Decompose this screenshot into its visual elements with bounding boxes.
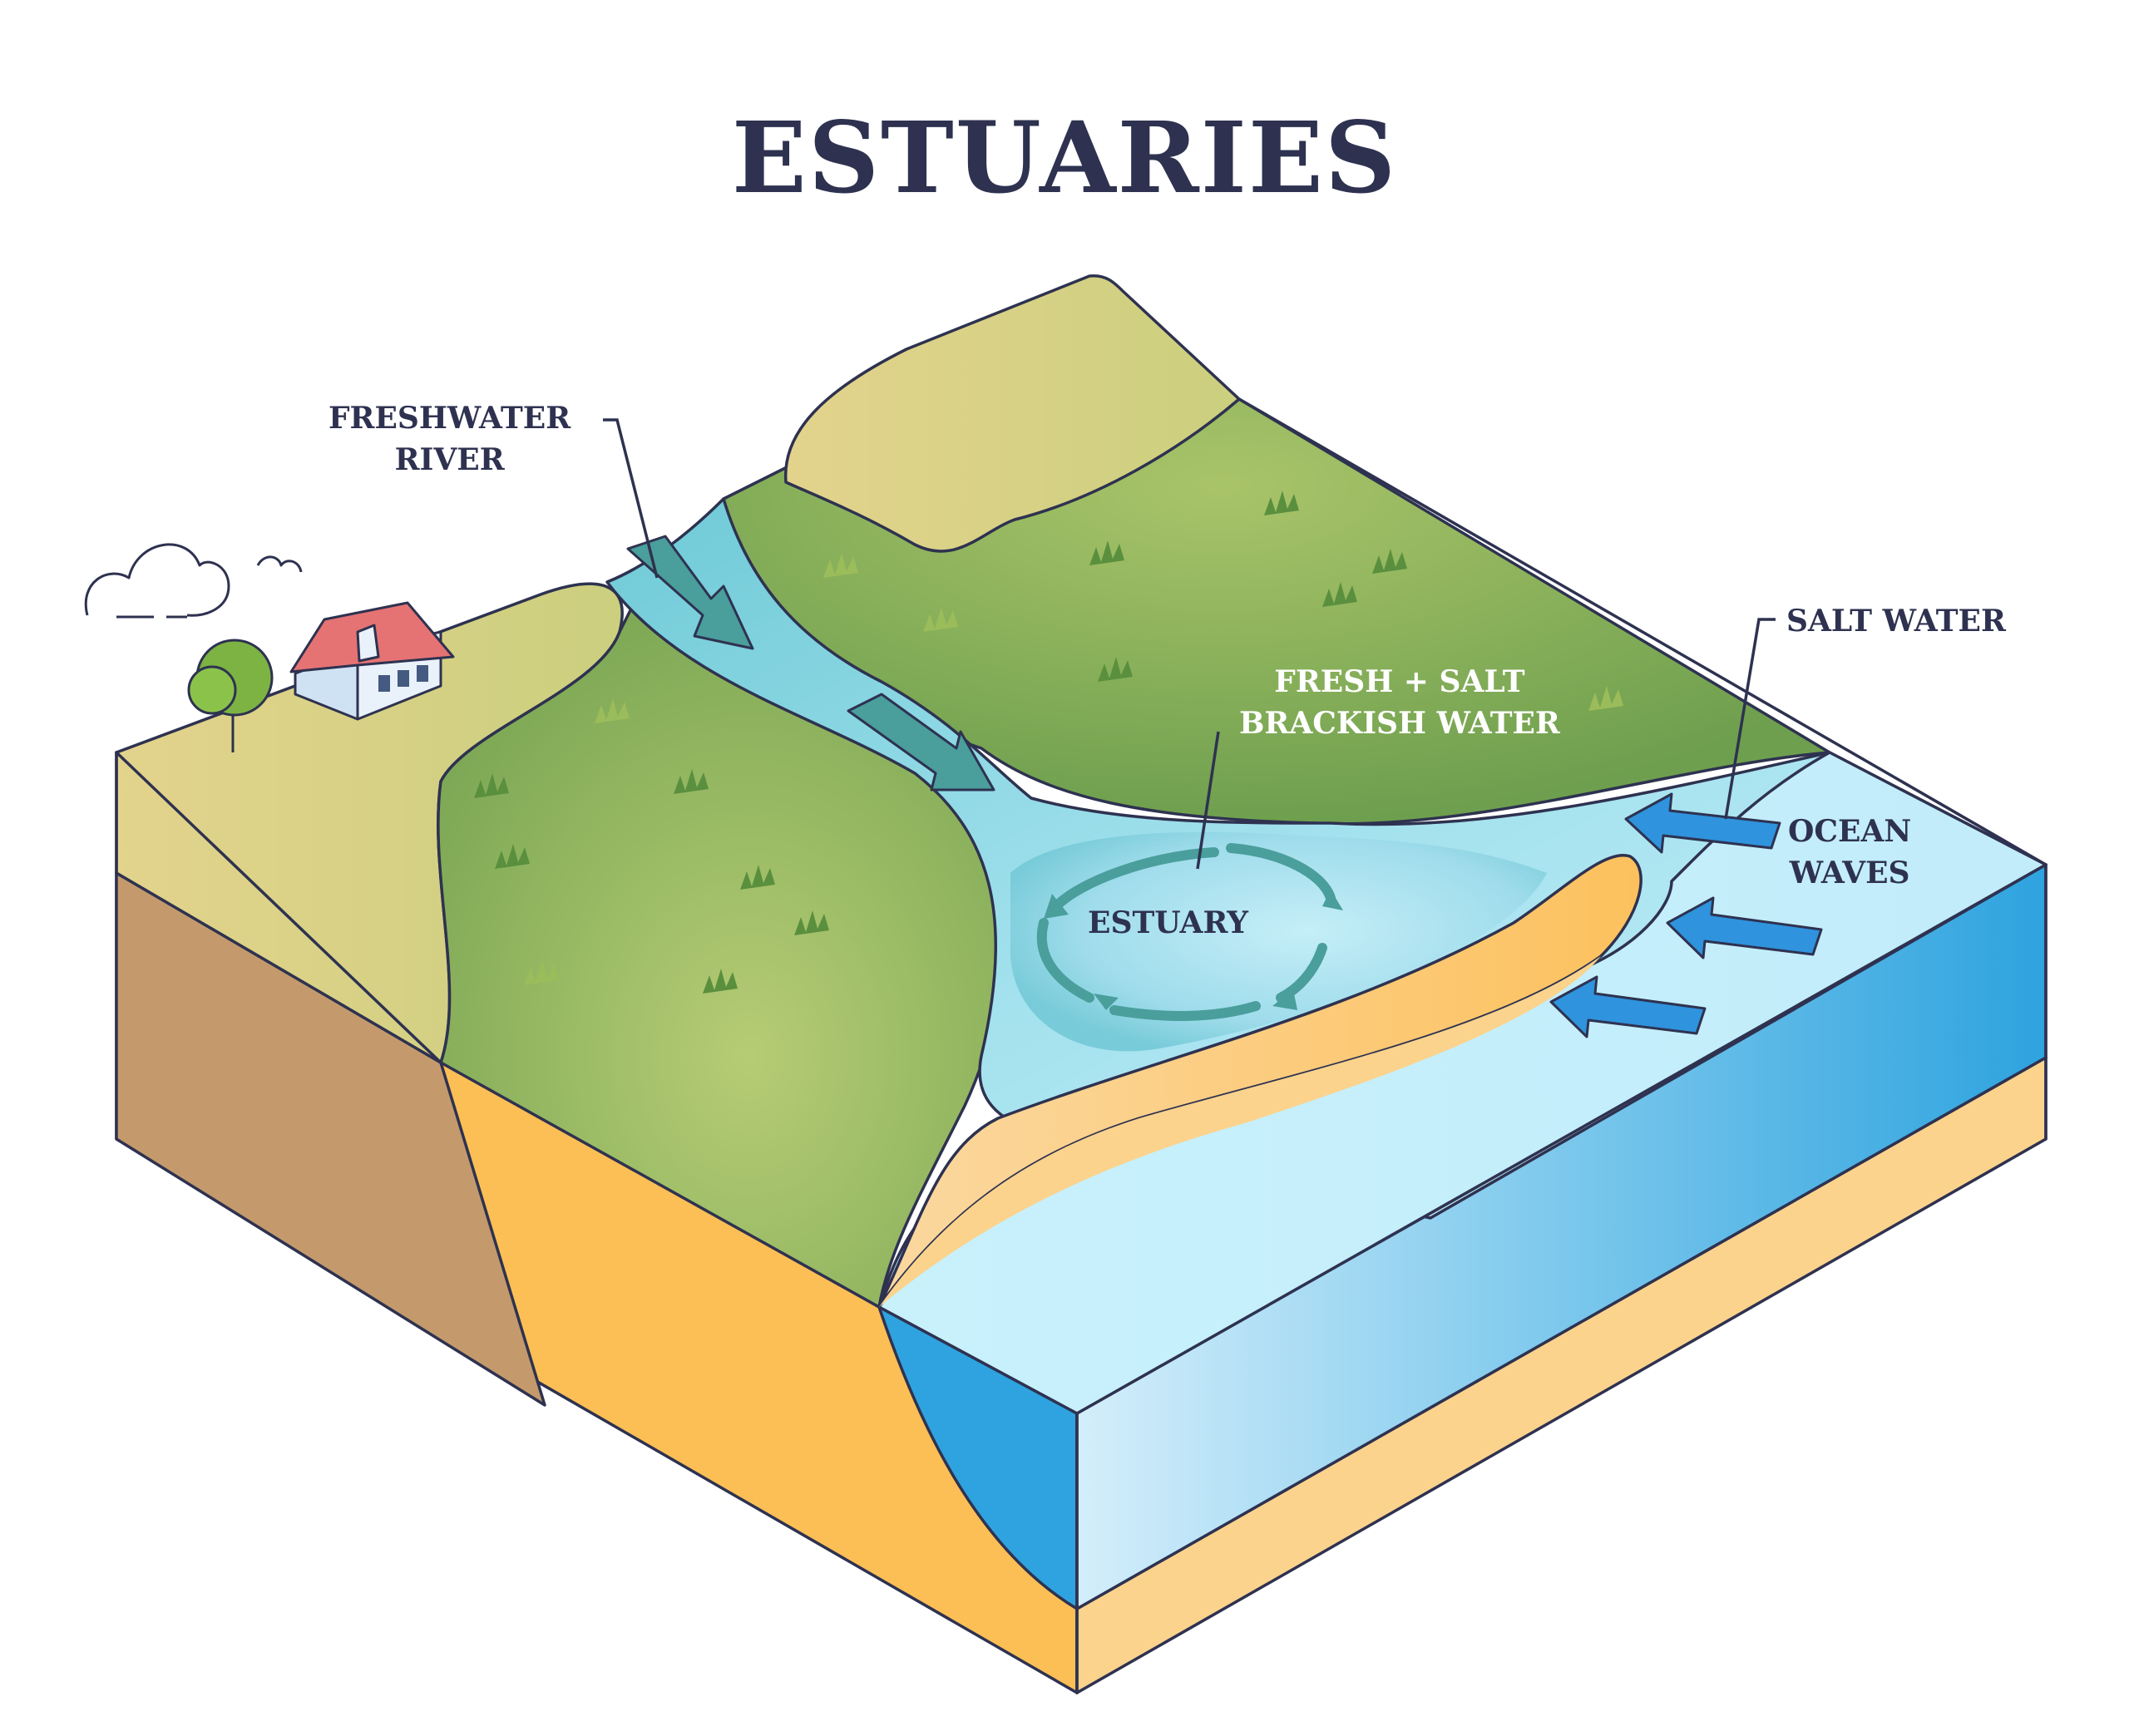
label-ocean-waves: OCEAN WAVES [1788,811,1911,894]
estuary-arrowheads [1044,890,1343,1010]
label-ocean-line-2: WAVES [1789,856,1910,890]
diagram-title: ESTUARIES [731,100,1398,215]
label-freshwater-river: FRESHWATER RIVER [328,397,571,481]
deep-water-cut [877,1305,1079,1610]
label-ocean-line-1: OCEAN [1788,814,1912,849]
sand-shore [879,956,1601,1307]
river-arrows [626,535,995,792]
river-arrow-2 [847,693,995,792]
estuary-circulation [1036,843,1336,1021]
label-freshwater-line-2: RIVER [394,442,505,477]
label-salt-water: SALT WATER [1786,604,2006,639]
wave-arrows [1549,792,1823,1038]
upper-hill [783,274,1241,553]
label-brackish-line-1: FRESH + SALT [1274,664,1525,699]
wave-arrow-3 [1549,975,1707,1038]
label-brackish-line-2: BRACKISH WATER [1239,706,1560,741]
river-arrow-1 [626,535,754,650]
house [289,601,455,721]
wave-arrow-2 [1666,896,1823,959]
leader-lines [603,418,1776,870]
label-freshwater-line-1: FRESHWATER [328,401,571,436]
cloud [84,543,303,619]
label-estuary: ESTUARY [1088,905,1248,940]
house-scene [84,543,455,752]
grass-tufts [474,491,1623,994]
tree [187,639,274,752]
label-brackish-water: FRESH + SALT BRACKISH WATER [1239,661,1560,744]
estuary-basin [1010,831,1547,1052]
wave-arrow-1 [1624,792,1781,854]
